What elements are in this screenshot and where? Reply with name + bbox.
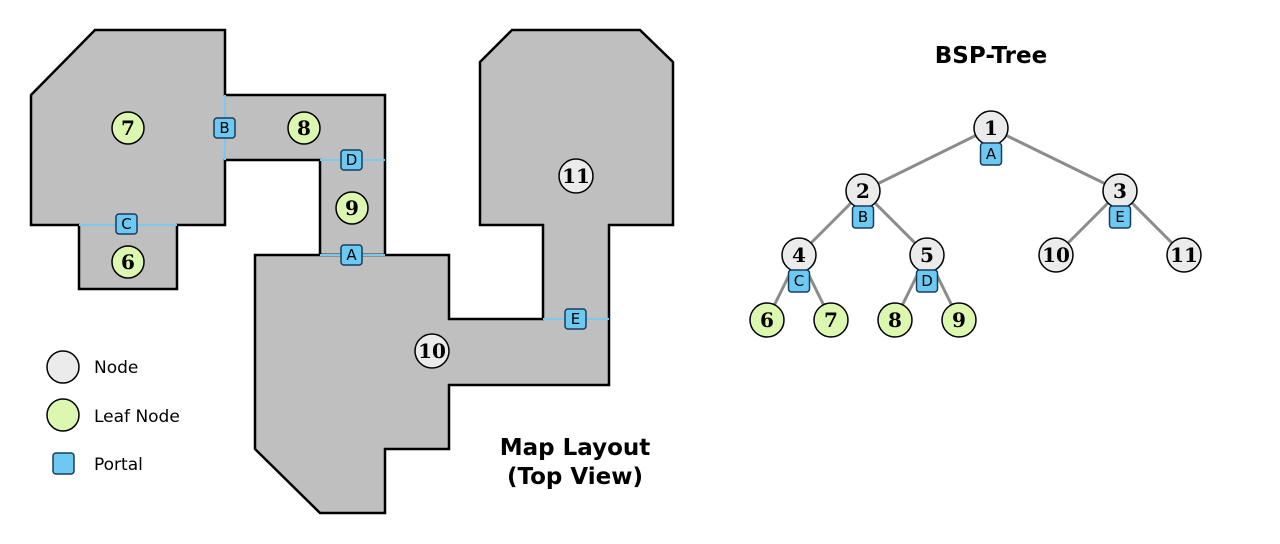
tree-node-8: 8 <box>877 302 913 338</box>
tree-node-10: 10 <box>1038 237 1074 273</box>
tree-node-8-label: 8 <box>888 308 902 332</box>
portal-d-label: D <box>346 151 358 169</box>
room-10-label: 10 <box>418 339 446 363</box>
tree-node-5: 5D <box>909 237 945 293</box>
tree-node-9: 9 <box>941 302 977 338</box>
tree-node-9-circle <box>941 302 977 338</box>
tree-node-3-label: 3 <box>1113 179 1127 203</box>
room-11: 11 <box>558 158 594 194</box>
tree-node-9-label: 9 <box>952 308 966 332</box>
tree-portal-a: A <box>979 142 1003 166</box>
map-east-wall <box>253 28 675 515</box>
tree-portal-c: C <box>787 269 811 293</box>
tree-portal-e: E <box>1108 205 1132 229</box>
legend-node-icon <box>46 350 80 384</box>
room-6-label: 6 <box>121 250 135 274</box>
tree-node-7: 7 <box>813 302 849 338</box>
tree-node-10-circle <box>1038 237 1074 273</box>
tree-portal-d-label: D <box>921 272 933 290</box>
portal-c-label: C <box>121 215 131 233</box>
legend-portal-label: Portal <box>94 455 143 475</box>
room-7: 7 <box>111 111 145 145</box>
portal-b: B <box>213 117 236 139</box>
tree-node-2-label: 2 <box>856 179 870 203</box>
map-layout: 7 8 9 6 11 10 B D <box>29 28 675 515</box>
tree-node-3: 3E <box>1102 173 1138 229</box>
tree-node-10-label: 10 <box>1042 243 1070 267</box>
room-9: 9 <box>335 191 369 225</box>
tree-node-2: 2B <box>845 173 881 229</box>
tree-node-11-label: 11 <box>1170 243 1198 267</box>
tree-node-8-circle <box>877 302 913 338</box>
room-8: 8 <box>287 111 321 145</box>
tree-node-6: 6 <box>749 302 785 338</box>
legend-leaf-icon <box>46 398 80 432</box>
map-title-line1: Map Layout <box>500 435 651 461</box>
tree-node-7-circle <box>813 302 849 338</box>
room-8-label: 8 <box>297 116 311 140</box>
room-6: 6 <box>111 245 145 279</box>
tree-node-4: 4C <box>781 237 817 293</box>
room-10: 10 <box>414 333 450 369</box>
portal-a-label: A <box>346 246 357 264</box>
map-title-line2: (Top View) <box>507 464 643 490</box>
room-9-label: 9 <box>345 196 359 220</box>
legend-portal-icon <box>52 452 75 475</box>
legend-node-label: Node <box>94 358 138 378</box>
legend: Node Leaf Node Portal <box>46 350 180 475</box>
portal-e: E <box>564 308 587 330</box>
portal-a: A <box>340 244 363 266</box>
tree-node-4-label: 4 <box>792 243 806 267</box>
legend-portal: Portal <box>52 452 143 475</box>
tree-portal-b: B <box>851 205 875 229</box>
tree-node-7-label: 7 <box>824 308 838 332</box>
legend-leaf-label: Leaf Node <box>94 407 180 427</box>
tree-node-1-label: 1 <box>984 116 998 140</box>
room-7-label: 7 <box>121 116 135 140</box>
tree-portal-e-label: E <box>1115 208 1124 226</box>
tree-edge-1-3 <box>990 126 1121 193</box>
tree-node-11: 11 <box>1166 237 1202 273</box>
portal-e-label: E <box>571 310 580 328</box>
tree-portal-b-label: B <box>858 208 868 226</box>
tree-node-6-circle <box>749 302 785 338</box>
tree-title: BSP-Tree <box>935 43 1047 69</box>
tree-portal-a-label: A <box>986 145 997 163</box>
room-11-label: 11 <box>562 164 590 188</box>
legend-leaf: Leaf Node <box>46 398 180 432</box>
tree-node-1: 1A <box>973 110 1009 166</box>
tree-portal-c-label: C <box>794 272 804 290</box>
tree-node-6-label: 6 <box>760 308 774 332</box>
tree-edge-1-2 <box>862 126 992 193</box>
tree-node-11-circle <box>1166 237 1202 273</box>
portal-c: C <box>115 213 138 235</box>
legend-node: Node <box>46 350 138 384</box>
tree-node-5-label: 5 <box>920 243 934 267</box>
tree-portal-d: D <box>915 269 939 293</box>
portal-d: D <box>340 149 363 171</box>
portal-b-label: B <box>219 119 229 137</box>
